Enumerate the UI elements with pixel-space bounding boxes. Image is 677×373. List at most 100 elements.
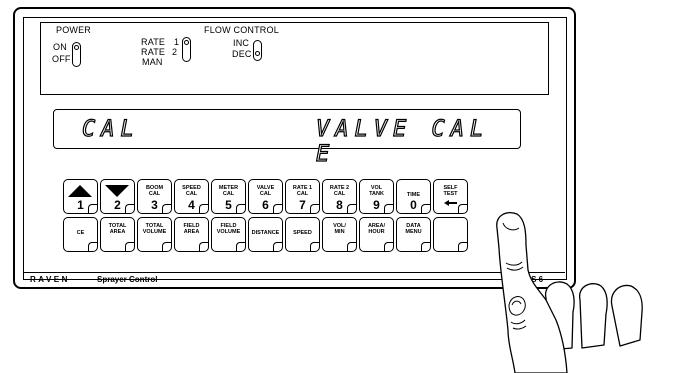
- rate-switch[interactable]: [182, 37, 191, 62]
- key-digit-2[interactable]: 2: [100, 179, 135, 214]
- key-corner-mark: [162, 242, 172, 252]
- key-digit-1[interactable]: 1: [63, 179, 98, 214]
- up-arrow-icon: [68, 185, 92, 197]
- key-label: VALVE CAL: [256, 185, 275, 197]
- brand-logo: RAVEN: [30, 275, 70, 284]
- key-corner-mark: [273, 242, 283, 252]
- key-corner-mark: [458, 204, 468, 214]
- key-number: 9: [373, 198, 380, 212]
- key-label: FIELD AREA: [183, 223, 200, 235]
- key-corner-mark: [384, 242, 394, 252]
- power-on-label: ON: [53, 42, 67, 52]
- key-corner-mark: [125, 204, 135, 214]
- down-arrow-icon: [105, 185, 129, 197]
- key-corner-mark: [310, 242, 320, 252]
- key-number: 2: [114, 198, 121, 212]
- flow-inc-dec-switch[interactable]: [253, 40, 262, 61]
- key-number: 3: [151, 198, 158, 212]
- key-corner-mark: [273, 204, 283, 214]
- product-name: Sprayer Control: [97, 275, 158, 284]
- key-speed[interactable]: SPEED: [285, 217, 320, 252]
- key-corner-mark: [421, 204, 431, 214]
- key-corner-mark: [88, 204, 98, 214]
- key-vol-min[interactable]: VOL/ MIN: [322, 217, 357, 252]
- key-corner-mark: [421, 242, 431, 252]
- key-total-volume[interactable]: TOTAL VOLUME: [137, 217, 172, 252]
- rate1-num: 1: [174, 37, 180, 47]
- key-corner-mark: [347, 242, 357, 252]
- key-label: VOL/ MIN: [333, 223, 346, 235]
- footer-divider: [24, 272, 565, 273]
- key-number: 4: [188, 198, 195, 212]
- power-switch-knob: [74, 45, 79, 50]
- inc-label: INC: [233, 38, 250, 48]
- switch-panel: POWER ON OFF FLOW CONTROL RATE 1 RATE 2 …: [40, 22, 549, 95]
- power-switch[interactable]: [72, 42, 81, 67]
- display-left-text: CAL: [81, 116, 140, 142]
- key-corner-mark: [347, 204, 357, 214]
- rate2-num: 2: [172, 47, 178, 57]
- key-total-area[interactable]: TOTAL AREA: [100, 217, 135, 252]
- key-corner-mark: [162, 204, 172, 214]
- key-number: 8: [336, 198, 343, 212]
- key-label: TOTAL VOLUME: [142, 223, 167, 235]
- flow-control-label: FLOW CONTROL: [204, 25, 279, 35]
- key-number: 0: [410, 198, 417, 212]
- key-label: RATE 2 CAL: [329, 185, 350, 197]
- key-corner-mark: [88, 242, 98, 252]
- console-faceplate: POWER ON OFF FLOW CONTROL RATE 1 RATE 2 …: [23, 17, 567, 284]
- key-corner-mark: [384, 204, 394, 214]
- key-corner-mark: [310, 204, 320, 214]
- dec-label: DEC: [232, 49, 252, 59]
- key-label: TIME: [406, 192, 421, 198]
- model-name: SCS 6: [520, 275, 544, 284]
- rate1-label: RATE: [141, 37, 166, 47]
- key-corner-mark: [199, 204, 209, 214]
- key-area-hour[interactable]: AREA/ HOUR: [359, 217, 394, 252]
- key-label: BOOM CAL: [145, 185, 164, 197]
- key-label: AREA/ HOUR: [367, 223, 386, 235]
- lcd-display: CAL VALVE CAL E: [53, 109, 521, 168]
- key-corner-mark: [236, 204, 246, 214]
- key-corner-mark: [199, 242, 209, 252]
- key-field-area[interactable]: FIELD AREA: [174, 217, 209, 252]
- backspace-arrow-icon: [444, 200, 457, 206]
- key-self-test[interactable]: SELF TEST: [433, 179, 468, 214]
- key-label: TOTAL AREA: [108, 223, 127, 235]
- power-label: POWER: [56, 25, 92, 35]
- flow-switch-knob: [255, 51, 260, 56]
- power-off-label: OFF: [52, 54, 71, 64]
- key-data-menu[interactable]: DATA MENU: [396, 217, 431, 252]
- manual-label: MAN: [142, 57, 163, 67]
- key-corner-mark: [236, 242, 246, 252]
- key-label: SELF TEST: [443, 185, 458, 197]
- key-label: SPEED CAL: [182, 185, 201, 197]
- key-number: 7: [299, 198, 306, 212]
- key-blank[interactable]: [433, 217, 468, 252]
- key-ce[interactable]: CE: [63, 217, 98, 252]
- key-number: 5: [225, 198, 232, 212]
- rate2-label: RATE: [141, 47, 166, 57]
- key-label: DISTANCE: [251, 230, 280, 236]
- key-corner-mark: [125, 242, 135, 252]
- key-label: METER CAL: [218, 185, 239, 197]
- key-field-volume[interactable]: FIELD VOLUME: [211, 217, 246, 252]
- key-label: RATE 1 CAL: [292, 185, 313, 197]
- rate-switch-knob: [184, 40, 189, 45]
- key-label: CE: [76, 230, 85, 236]
- key-number: 1: [77, 198, 84, 212]
- key-label: FIELD VOLUME: [216, 223, 241, 235]
- key-number: 6: [262, 198, 269, 212]
- key-label: SPEED: [293, 230, 312, 236]
- key-label: VOL TANK: [369, 185, 384, 197]
- display-right-text: VALVE CAL E: [315, 116, 490, 167]
- key-distance[interactable]: DISTANCE: [248, 217, 283, 252]
